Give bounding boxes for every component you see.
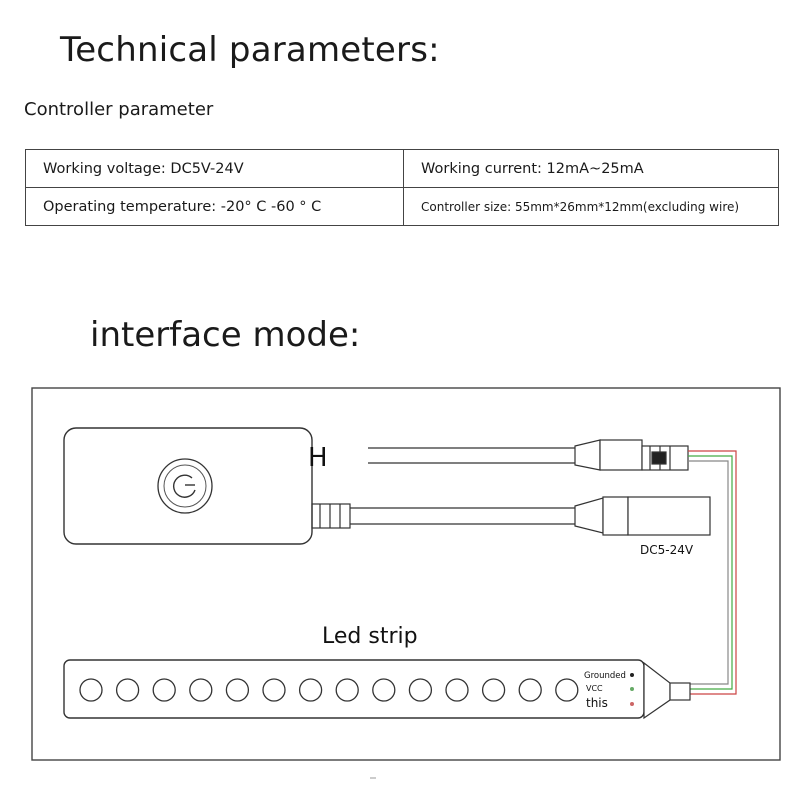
interface-title: interface mode:: [90, 315, 361, 355]
led-dot: [298, 678, 323, 702]
cable-bottom: [350, 507, 575, 525]
pin-grounded: Grounded: [584, 671, 626, 681]
param-temperature: Operating temperature: -20° C -60 ° C: [25, 187, 404, 226]
pin-dots: [630, 673, 634, 706]
controller-box: [63, 427, 313, 545]
strip-wires: [688, 450, 737, 695]
led-dot: [152, 678, 176, 702]
led-dot: [408, 678, 433, 702]
table-row: Operating temperature: -20° C -60 ° C Co…: [25, 187, 779, 226]
param-current: Working current: 12mA~25mA: [403, 149, 779, 188]
led-dot: [555, 678, 579, 702]
pin-this: this: [586, 696, 608, 710]
led-dot: [335, 678, 359, 702]
dc-connector: [574, 496, 711, 536]
led-dot: [262, 678, 286, 702]
page-title: Technical parameters:: [60, 30, 440, 70]
param-size: Controller size: 55mm*26mm*12mm(excludin…: [403, 187, 779, 226]
cable-top: [368, 447, 575, 464]
led-dot: [189, 678, 213, 702]
diagram-frame: [31, 387, 781, 761]
controller-cable-boot: [311, 503, 351, 529]
led-dot: [372, 678, 396, 702]
strip-end-connector: [643, 661, 691, 720]
dc-label: DC5-24V: [640, 543, 694, 557]
h-label: H: [308, 443, 328, 473]
led-dot: [79, 678, 103, 702]
connector-icon: [574, 439, 689, 471]
parameter-table: Working voltage: DC5V-24V Working curren…: [25, 149, 779, 226]
table-row: Working voltage: DC5V-24V Working curren…: [25, 149, 779, 188]
led-dot: [445, 678, 469, 702]
led-dot: [225, 678, 250, 702]
section-title: Controller parameter: [24, 99, 214, 120]
led-dot: [481, 678, 506, 702]
led-dot: [115, 678, 140, 702]
led-dot: [518, 678, 542, 702]
power-icon: [157, 458, 213, 514]
pin-vcc: VCC: [586, 684, 603, 693]
strip-label: Led strip: [322, 624, 418, 649]
led-group: [79, 678, 579, 702]
